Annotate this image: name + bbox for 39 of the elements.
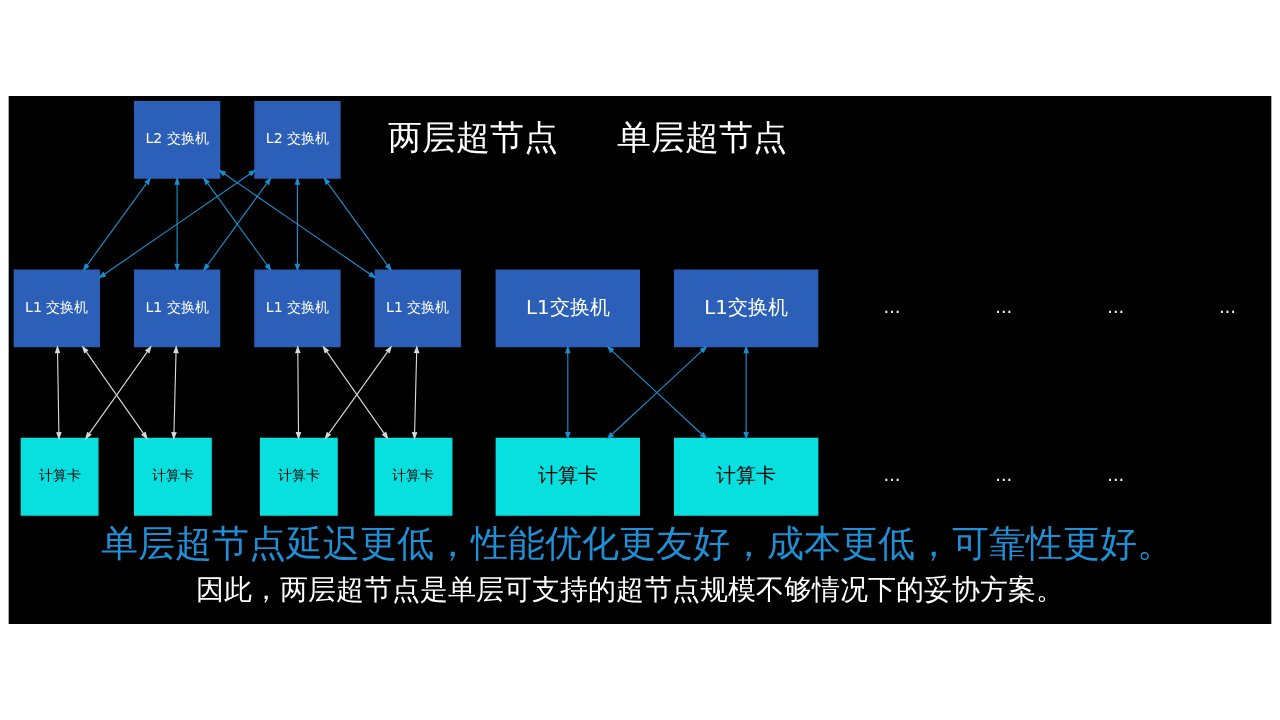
label: 单层超节点	[617, 116, 788, 157]
label: …	[883, 465, 901, 486]
arrow	[323, 177, 392, 272]
label: 单层超节点延迟更低，性能优化更友好，成本更低，可靠性更好。	[100, 522, 1174, 566]
node-box: L1 交换机	[374, 269, 461, 348]
arrow	[606, 345, 708, 440]
node-box: 计算卡	[259, 437, 338, 516]
node-box: 计算卡	[20, 437, 99, 516]
arrow	[743, 345, 749, 441]
arrow	[82, 177, 152, 272]
arrow	[295, 345, 302, 441]
node-box: 计算卡	[495, 437, 640, 516]
arrow	[565, 345, 571, 441]
node-box: L1 交换机	[133, 269, 221, 348]
label: …	[1107, 465, 1125, 486]
node-box: L1交换机	[495, 269, 640, 348]
node-box: 计算卡	[673, 437, 819, 516]
node-box: L1 交换机	[254, 269, 341, 348]
arrow	[294, 176, 301, 272]
arrow	[174, 176, 180, 272]
node-box: L1 交换机	[13, 269, 100, 348]
node-box: 计算卡	[133, 437, 212, 516]
label: …	[1107, 296, 1125, 317]
label: …	[995, 296, 1013, 317]
arrow	[411, 345, 420, 441]
node-box: L1交换机	[673, 269, 819, 348]
label: …	[883, 296, 901, 317]
node-box: 计算卡	[374, 437, 453, 516]
label: …	[1218, 296, 1236, 317]
arrow	[54, 345, 62, 441]
node-box: L2 交换机	[254, 100, 341, 179]
node-box: L2 交换机	[133, 100, 221, 179]
label: 因此，两层超节点是单层可支持的超节点规模不够情况下的妥协方案。	[195, 573, 1064, 607]
label: …	[995, 465, 1013, 486]
arrow	[218, 169, 377, 279]
arrow	[203, 177, 272, 272]
arrow	[171, 345, 179, 441]
arrow	[98, 169, 257, 279]
label: 两层超节点	[387, 116, 558, 157]
